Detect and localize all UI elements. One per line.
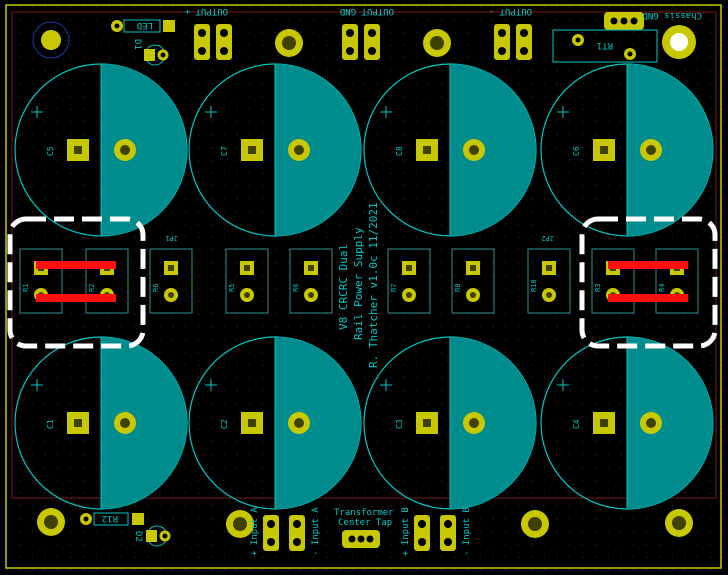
center-tap-connector (342, 530, 380, 548)
capacitor: C4 (540, 336, 714, 510)
capacitor: C6 (540, 63, 714, 237)
top-silkscreen-text: OUTPUT + OUTPUT GND OUTPUT - Chassis GND… (132, 6, 702, 50)
output-gnd-label: OUTPUT GND (340, 6, 394, 16)
output-plus-connector (194, 24, 232, 60)
rt1 (552, 29, 658, 63)
led1 (111, 19, 175, 33)
d1-label: D1 (132, 39, 142, 50)
led1-label: LED (137, 20, 153, 30)
capacitor: C2 (188, 336, 362, 510)
d2-label: D2 (133, 531, 143, 542)
highlight-bar (36, 294, 116, 302)
input-b-connector (414, 515, 456, 551)
capacitor: C3 (363, 336, 537, 510)
board-outline (5, 4, 722, 569)
capacitor-ref-label: C4 (572, 419, 581, 429)
d1 (144, 44, 169, 66)
resistor: R10 (527, 248, 571, 314)
highlight-bars (36, 261, 688, 302)
resistor-ref-label: R6 (152, 284, 160, 292)
resistor: R6 (289, 248, 333, 314)
r12-label: R12 (102, 513, 118, 523)
resistor-ref-label: R5 (228, 284, 236, 292)
resistor-ref-label: R2 (88, 284, 96, 292)
resistor: R5 (225, 248, 269, 314)
capacitor-ref-label: C5 (46, 146, 55, 156)
capacitor-ref-label: C2 (220, 419, 229, 429)
resistor-ref-label: R10 (530, 279, 538, 292)
bottom-silkscreen-text: + Input A - Input A Transformer Center T… (102, 507, 472, 556)
dashed-box-right (579, 216, 718, 349)
center-tap-label: Center Tap (338, 518, 392, 528)
capacitor: C5 (14, 63, 188, 237)
output-gnd-connector (342, 24, 380, 60)
title-line-2: Rail Power Supply (352, 227, 365, 340)
board-title-text: V8 CRCRC Dual Rail Power Supply R. Thatc… (337, 202, 380, 368)
input-a-connector (263, 515, 305, 551)
resistor-ref-label: R4 (658, 284, 666, 292)
highlight-bar (608, 261, 688, 269)
input-a-plus-label: + Input A (250, 507, 260, 556)
input-b-minus-label: - Input B (462, 507, 472, 556)
resistor: R8 (451, 248, 495, 314)
resistor-ref-label: R3 (594, 284, 602, 292)
capacitor-ref-label: C8 (395, 146, 404, 156)
title-line-1: V8 CRCRC Dual (337, 244, 350, 330)
resistor-ref-label: R8 (454, 284, 462, 292)
highlight-bar (36, 261, 116, 269)
capacitor: C1 (14, 336, 188, 510)
capacitor-ref-label: C1 (46, 419, 55, 429)
resistor: R7 (387, 248, 431, 314)
output-minus-label: OUTPUT - (489, 6, 532, 16)
resistor: R6 (149, 248, 193, 314)
chassis-gnd-connector (604, 12, 644, 30)
capacitor-ref-label: C3 (395, 419, 404, 429)
mounting-holes (32, 21, 696, 538)
transformer-label: Transformer (334, 508, 394, 518)
output-plus-label: OUTPUT + (184, 6, 228, 16)
capacitor: C7 (188, 63, 362, 237)
highlight-bar (608, 294, 688, 302)
resistor-ref-label: R1 (22, 284, 30, 292)
jumper-label: JP2 (541, 234, 554, 242)
resistor-ref-label: R6 (292, 284, 300, 292)
capacitor: C8 (363, 63, 537, 237)
capacitor-ref-label: C6 (572, 146, 581, 156)
rt1-label: RT1 (597, 40, 613, 50)
dashed-box-left (7, 216, 146, 349)
input-a-minus-label: - Input A (311, 507, 321, 556)
d2 (146, 525, 171, 547)
title-line-3: R. Thatcher v1.0c 11/2021 (367, 202, 380, 368)
input-b-plus-label: + Input B (401, 507, 411, 556)
jumper-label: JP1 (165, 234, 178, 242)
output-minus-connector (494, 24, 532, 60)
resistor-ref-label: R7 (390, 284, 398, 292)
chassis-gnd-label: Chassis GND (642, 10, 702, 20)
r12 (80, 512, 144, 526)
capacitor-ref-label: C7 (220, 146, 229, 156)
